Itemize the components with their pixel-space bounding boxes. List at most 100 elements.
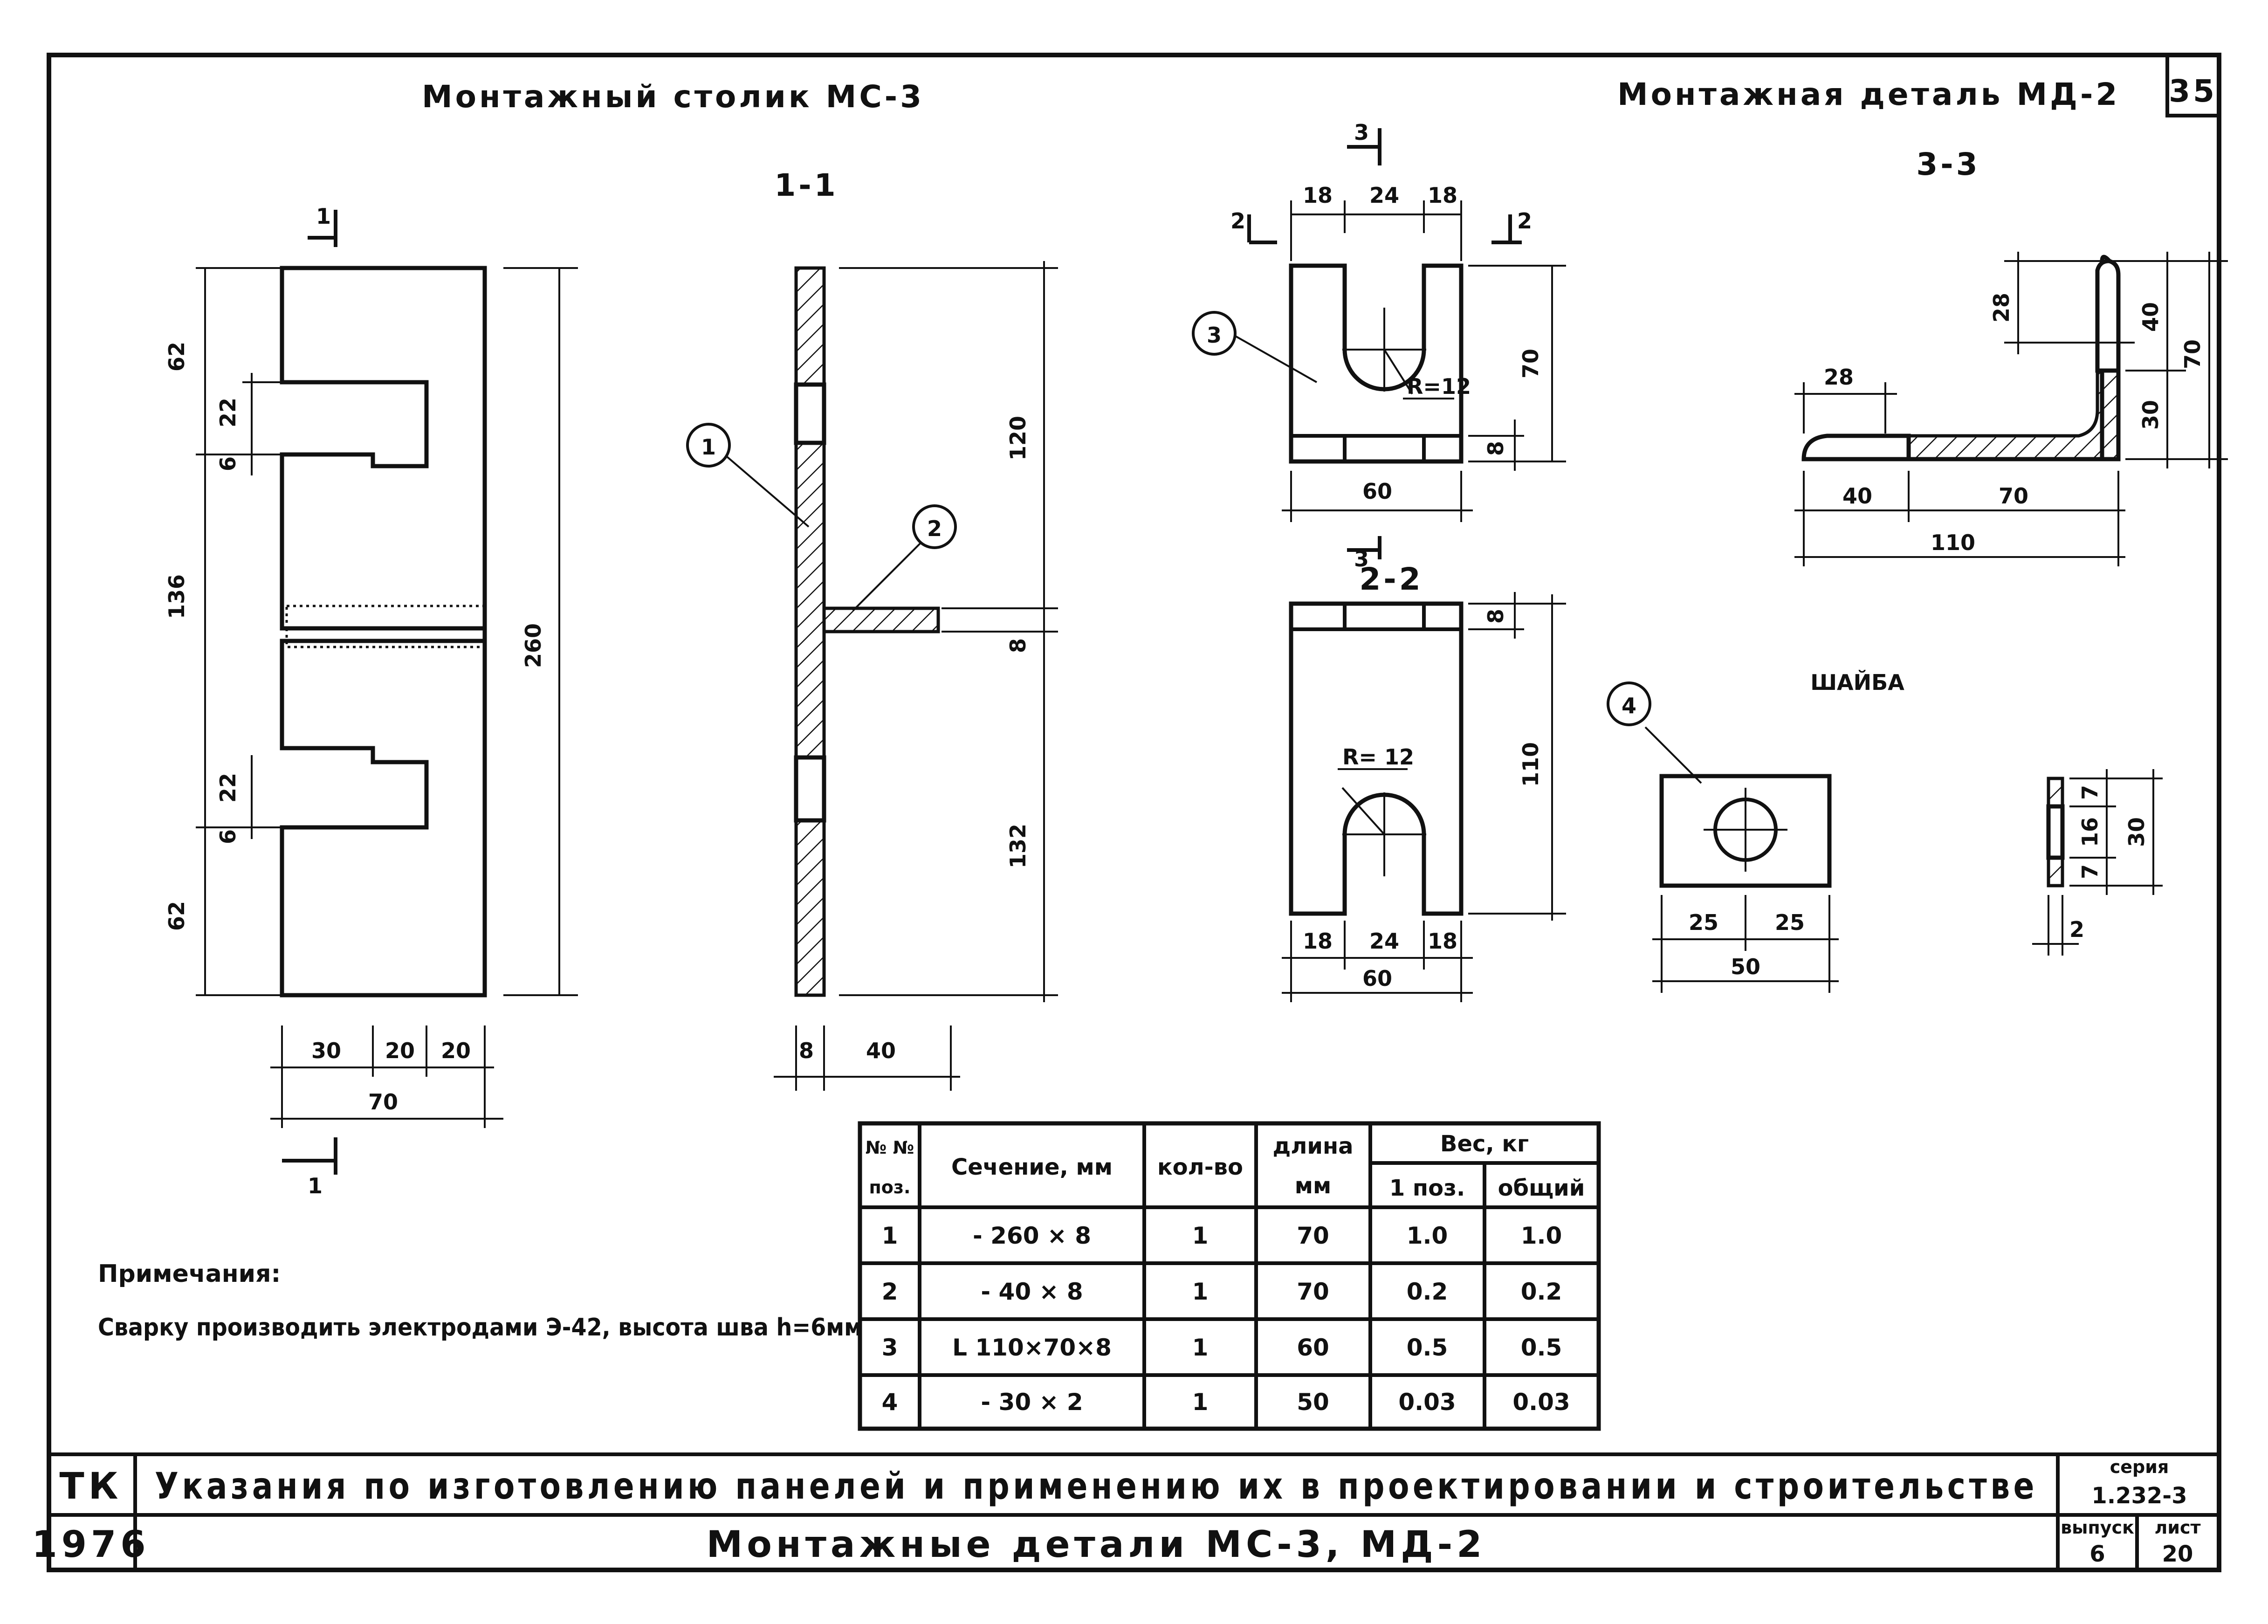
row-4-qty: 1 — [1192, 1389, 1209, 1416]
dim-shim-a-25: 25 — [1689, 910, 1718, 935]
sheet-number-box — [2165, 53, 2221, 117]
row-1-section: - 260 × 8 — [973, 1222, 1091, 1249]
dim-shim-edge1-7: 7 — [2077, 785, 2103, 800]
title-block: ТК 1976 Указания по изготовлению панелей… — [32, 1452, 2219, 1570]
dim-thickness-8: 8 — [799, 1038, 814, 1063]
row-1-weight-one: 1.0 — [1407, 1222, 1448, 1249]
radius-r12-bottom: R= 12 — [1342, 744, 1414, 770]
callout-4: 4 — [1622, 693, 1636, 718]
org-code: ТК — [60, 1466, 123, 1507]
section-mark-2-right: 2 — [1517, 208, 1532, 234]
row-4-pos: 4 — [882, 1389, 898, 1416]
row-2-weight-one: 0.2 — [1407, 1278, 1448, 1305]
dim-w3-20: 20 — [441, 1038, 471, 1063]
dim-plate-8: 8 — [1005, 638, 1031, 653]
dim-md2-w2-24: 24 — [1369, 183, 1399, 208]
dim-angle-upper-40: 40 — [2138, 302, 2163, 332]
section-mark-1-top: 1 — [316, 204, 331, 229]
dim-shim-hole-16: 16 — [2077, 817, 2103, 847]
dim-22-w3-18: 18 — [1428, 929, 1457, 954]
col-pos-bottom: поз. — [869, 1177, 911, 1197]
dim-shim-b-25: 25 — [1775, 910, 1805, 935]
col-qty: кол-во — [1157, 1154, 1243, 1180]
table-plate-outline — [280, 266, 487, 998]
dim-angle-a-40: 40 — [1842, 483, 1872, 509]
dim-angle-top-28: 28 — [1989, 293, 2014, 323]
drawing-title: Монтажные детали МС-3, МД-2 — [707, 1524, 1486, 1566]
table-row: 1 - 260 × 8 1 70 1.0 1.0 — [882, 1222, 1562, 1249]
sheet-value: 20 — [2162, 1541, 2193, 1567]
right-title: Монтажная деталь МД-2 — [1617, 76, 2120, 112]
dim-middle-136: 136 — [164, 574, 189, 619]
dim-shim-thickness-2: 2 — [2069, 917, 2084, 942]
dim-slot-22-top: 22 — [215, 398, 241, 427]
dim-22-w1-18: 18 — [1303, 929, 1333, 954]
table-row: 3 L 110×70×8 1 60 0.5 0.5 — [882, 1334, 1562, 1361]
dim-gap-6-bottom: 6 — [215, 829, 241, 844]
row-3-length: 60 — [1297, 1334, 1329, 1361]
dim-shim-total-30: 30 — [2124, 817, 2149, 847]
dim-md2-w3-18: 18 — [1428, 183, 1457, 208]
table-front-view: 1 1 62 22 6 136 22 6 62 260 30 20 20 — [164, 204, 578, 1198]
col-length-top: длина — [1272, 1133, 1353, 1159]
row-4-length: 50 — [1297, 1389, 1329, 1416]
sheet-label: лист — [2154, 1517, 2200, 1538]
section-2-2: 3 2-2 R= 12 8 110 18 24 18 60 — [1282, 536, 1566, 1002]
dim-md2-rim-8: 8 — [1483, 441, 1508, 456]
row-2-qty: 1 — [1192, 1278, 1209, 1305]
dim-slot-22-bottom: 22 — [215, 773, 241, 803]
row-4-weight-total: 0.03 — [1512, 1389, 1570, 1416]
col-weight-total: общий — [1498, 1175, 1585, 1201]
dim-md2-total-60: 60 — [1362, 479, 1392, 504]
weld-seam-lower — [285, 627, 486, 648]
row-3-section: L 110×70×8 — [952, 1334, 1112, 1361]
year: 1976 — [32, 1524, 150, 1566]
notes-text: Сварку производить электродами Э-42, выс… — [98, 1314, 862, 1342]
project-title: Указания по изготовлению панелей и приме… — [155, 1466, 2038, 1507]
row-2-section: - 40 × 8 — [981, 1278, 1083, 1305]
dim-angle-flange-28: 28 — [1824, 365, 1854, 390]
left-title: Монтажный столик МС-3 — [422, 79, 924, 115]
dim-bottom-62: 62 — [164, 901, 189, 931]
dim-total-260: 260 — [521, 623, 546, 668]
row-2-pos: 2 — [882, 1278, 898, 1305]
col-length-bottom: мм — [1295, 1173, 1331, 1199]
section-3-3-angle: 3-3 28 40 30 70 28 40 70 110 — [1794, 146, 2228, 566]
dim-upper-120: 120 — [1005, 416, 1031, 461]
notes-title: Примечания: — [98, 1260, 281, 1288]
dim-gap-6-top: 6 — [215, 456, 241, 471]
dim-22-w2-24: 24 — [1369, 929, 1399, 954]
dim-total-70: 70 — [368, 1089, 398, 1115]
issue-value: 6 — [2089, 1541, 2105, 1567]
col-weight: Вес, кг — [1440, 1131, 1529, 1157]
table-row: 2 - 40 × 8 1 70 0.2 0.2 — [882, 1278, 1562, 1305]
dim-angle-b-70: 70 — [1999, 483, 2028, 509]
sheet-frame — [47, 53, 2221, 1572]
section-mark-3-top: 3 — [1354, 120, 1369, 145]
section-mark-1-bottom: 1 — [308, 1173, 323, 1198]
sheet-number: 35 — [2169, 73, 2217, 109]
shim-detail: ШАЙБА 4 25 25 50 7 16 7 30 2 — [1607, 670, 2163, 993]
dim-w1-30: 30 — [311, 1038, 341, 1063]
detail-md2-view: R=12 18 24 18 2 2 3 70 8 60 3 — [1192, 120, 1566, 522]
dim-md2-h-70: 70 — [1518, 349, 1543, 378]
callout-2: 2 — [927, 516, 942, 541]
dim-width-40: 40 — [866, 1038, 896, 1063]
row-1-pos: 1 — [882, 1222, 898, 1249]
callout-1: 1 — [701, 434, 716, 460]
dim-top-62: 62 — [164, 342, 189, 372]
section-mark-2-left: 2 — [1230, 208, 1245, 234]
section-1-1: 1-1 120 8 132 8 40 1 2 — [686, 167, 1058, 1091]
dim-w2-20: 20 — [385, 1038, 415, 1063]
col-section: Сечение, мм — [951, 1154, 1113, 1180]
row-2-weight-total: 0.2 — [1521, 1278, 1562, 1305]
row-3-pos: 3 — [882, 1334, 898, 1361]
section-1-1-label: 1-1 — [774, 167, 838, 203]
table-row: 4 - 30 × 2 1 50 0.03 0.03 — [882, 1389, 1570, 1416]
row-1-length: 70 — [1297, 1222, 1329, 1249]
row-4-section: - 30 × 2 — [981, 1389, 1083, 1416]
row-3-weight-one: 0.5 — [1407, 1334, 1448, 1361]
dim-22-h-110: 110 — [1518, 742, 1543, 787]
row-2-length: 70 — [1297, 1278, 1329, 1305]
